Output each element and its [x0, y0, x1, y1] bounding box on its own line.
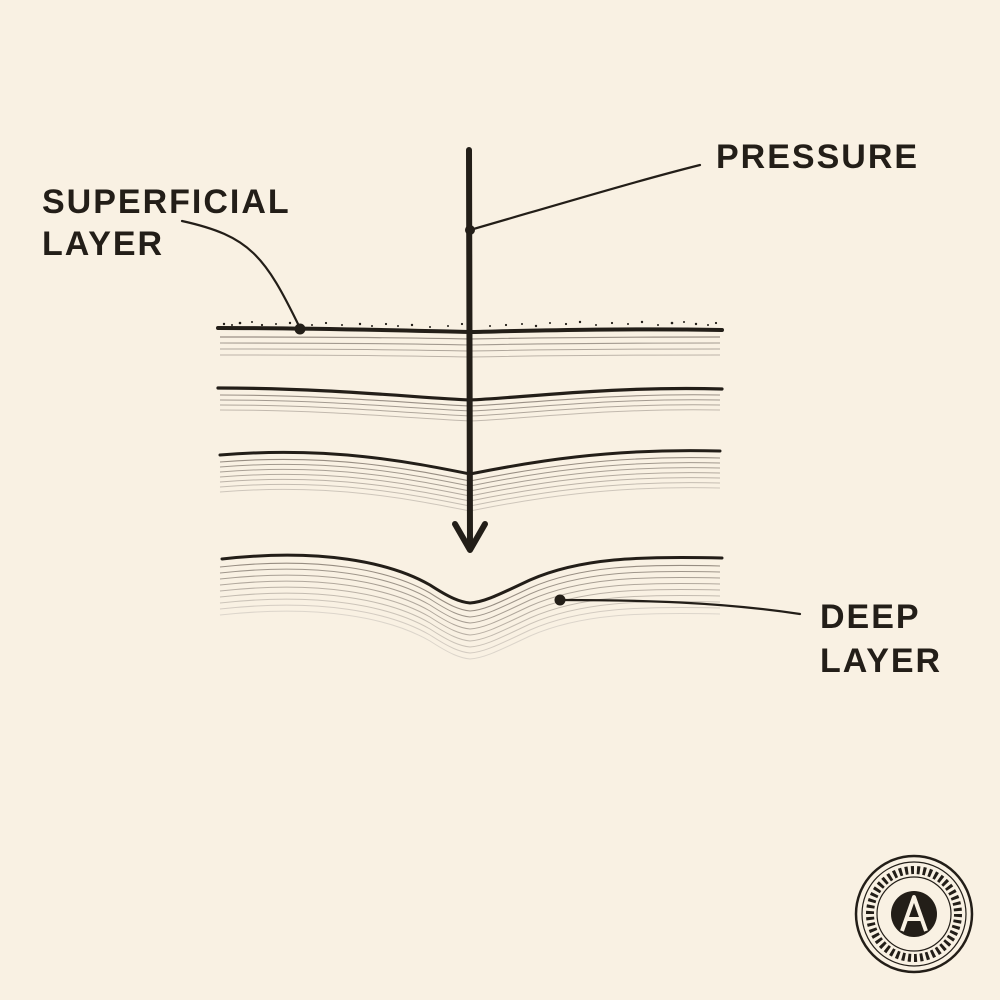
deep-label-line1: DEEP — [820, 598, 921, 636]
deep-label-line2: LAYER — [820, 642, 943, 680]
pressure-leader — [465, 163, 702, 235]
deep-layer-label: DEEP LAYER — [820, 595, 942, 683]
superficial-leader — [180, 219, 306, 335]
superficial-layer-label: SUPERFICIAL LAYER — [42, 181, 291, 265]
deep-layer — [219, 553, 724, 660]
superficial-label-line1: SUPERFICIAL — [42, 183, 291, 221]
surface-speckles — [222, 320, 718, 328]
seal-logo — [854, 854, 974, 974]
deep-leader — [554, 594, 802, 616]
pressure-label-text: PRESSURE — [716, 138, 920, 176]
pressure-arrow — [452, 147, 488, 553]
superficial-label-line2: LAYER — [42, 225, 165, 263]
pressure-label: PRESSURE — [716, 136, 919, 178]
